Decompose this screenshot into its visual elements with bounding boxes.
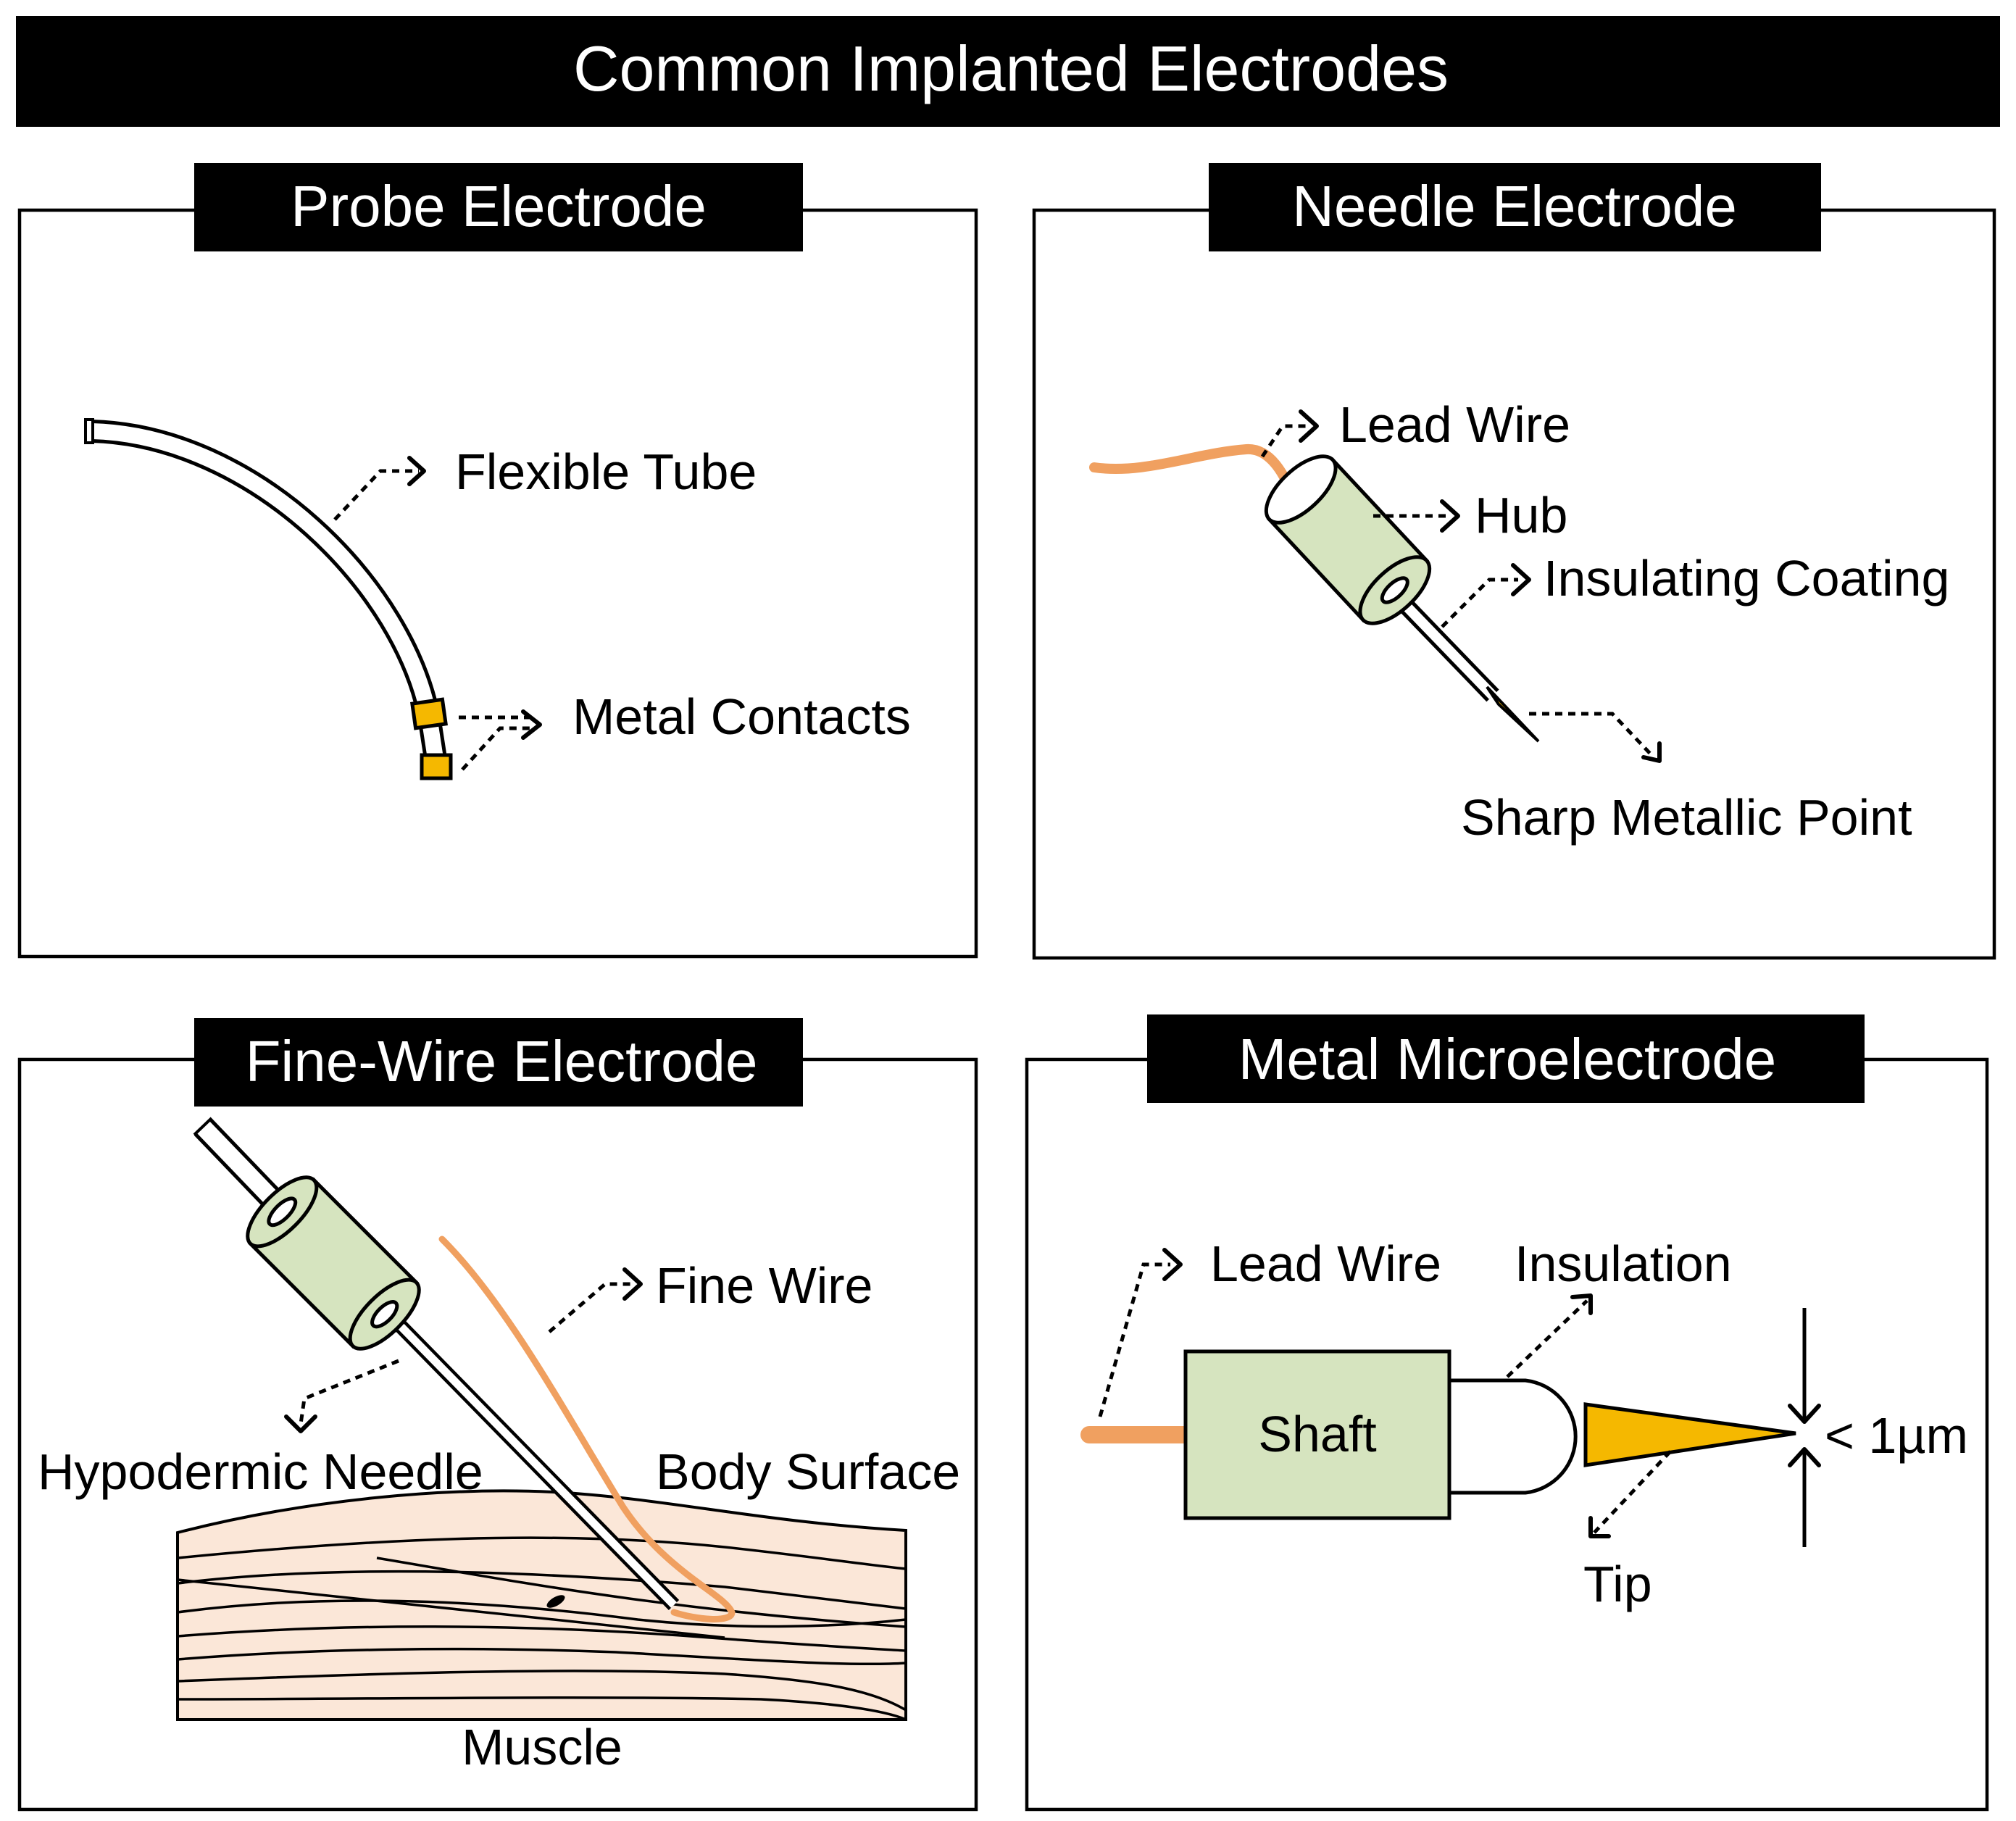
metal-contact-1 (410, 697, 448, 730)
fine-wire-label: Fine Wire (656, 1257, 872, 1314)
sharp-point-arrow (1641, 741, 1662, 763)
hypodermic-needle-arrow (284, 1414, 317, 1433)
hypodermic-needle-label: Hypodermic Needle (38, 1443, 483, 1500)
probe-title-bar (194, 163, 803, 251)
panel-needle-electrode: Needle Electrode Lead Wire Hub Insulatin… (1032, 163, 1996, 960)
finewire-title-bar (194, 1018, 803, 1107)
needle-shaft (1385, 584, 1499, 702)
flexible-tube-leader (333, 469, 419, 521)
micro-lead-wire-leader (1098, 1262, 1170, 1417)
metal-contact-2 (420, 753, 453, 780)
hub-arrow (1440, 499, 1460, 533)
needle-title: Needle Electrode (1292, 174, 1737, 238)
probe-title: Probe Electrode (291, 174, 707, 238)
needle-lead-wire-label: Lead Wire (1339, 396, 1570, 453)
metal-contacts-arrow (521, 709, 542, 740)
sharp-point-leader (1529, 712, 1655, 759)
flexible-tube-arrow (407, 456, 426, 486)
tip-label: Tip (1583, 1556, 1652, 1612)
panel-fine-wire-electrode: Fine-Wire Electrode (17, 1018, 978, 1812)
body-surface-label: Body Surface (656, 1443, 960, 1500)
tip-size-label: < 1µm (1825, 1407, 1968, 1464)
flexible-tube-label: Flexible Tube (455, 443, 757, 500)
fine-wire-arrow (622, 1267, 643, 1301)
metal-contacts-label: Metal Contacts (572, 688, 911, 745)
finewire-title: Fine-Wire Electrode (246, 1029, 758, 1093)
micro-lead-wire-label: Lead Wire (1210, 1235, 1441, 1292)
tip-arrow (1588, 1516, 1611, 1538)
insulation-arrow (1570, 1293, 1593, 1315)
insulating-coating-arrow (1511, 563, 1531, 596)
insulation-leader (1506, 1299, 1588, 1378)
main-title-bar (16, 16, 2000, 127)
insulation-label: Insulation (1515, 1235, 1732, 1292)
shaft-label: Shaft (1258, 1406, 1376, 1462)
muscle-block (176, 1489, 907, 1721)
panel-metal-microelectrode: Metal Microelectrode Shaft Lead Wire Ins… (1025, 1014, 1989, 1812)
tip-size-indicator (1788, 1308, 1821, 1547)
tip-leader (1593, 1450, 1672, 1534)
needle-lead-wire (1089, 444, 1299, 504)
main-title: Common Implanted Electrodes (573, 33, 1449, 104)
micro-lead-wire-arrow (1162, 1248, 1183, 1281)
fine-wire (438, 1235, 736, 1622)
needle-title-bar (1209, 163, 1821, 251)
needle-lead-wire-leader (1260, 424, 1308, 458)
metal-contact-leader-2 (461, 726, 533, 771)
shaft (1183, 1349, 1451, 1520)
needle-hub (1264, 454, 1432, 625)
panel-probe-electrode: Probe Electrode Flexible Tube Metal Cont… (17, 163, 978, 959)
fine-wire-leader (548, 1282, 630, 1333)
sharp-point-label: Sharp Metallic Point (1461, 789, 1912, 846)
insulation (1447, 1378, 1578, 1495)
insulating-coating-label: Insulating Coating (1544, 550, 1949, 607)
micro-title-bar (1147, 1014, 1865, 1103)
sharp-metallic-point (1486, 686, 1540, 743)
probe-frame (17, 208, 978, 959)
muscle-label: Muscle (462, 1719, 622, 1775)
microelectrode-tip (1583, 1402, 1796, 1467)
hub-label: Hub (1475, 487, 1567, 543)
hypodermic-needle-leader (299, 1359, 399, 1425)
needle-lead-wire-arrow (1299, 409, 1319, 443)
micro-title: Metal Microelectrode (1238, 1027, 1777, 1091)
insulating-coating-leader (1441, 578, 1518, 628)
finewire-hub (246, 1175, 421, 1351)
